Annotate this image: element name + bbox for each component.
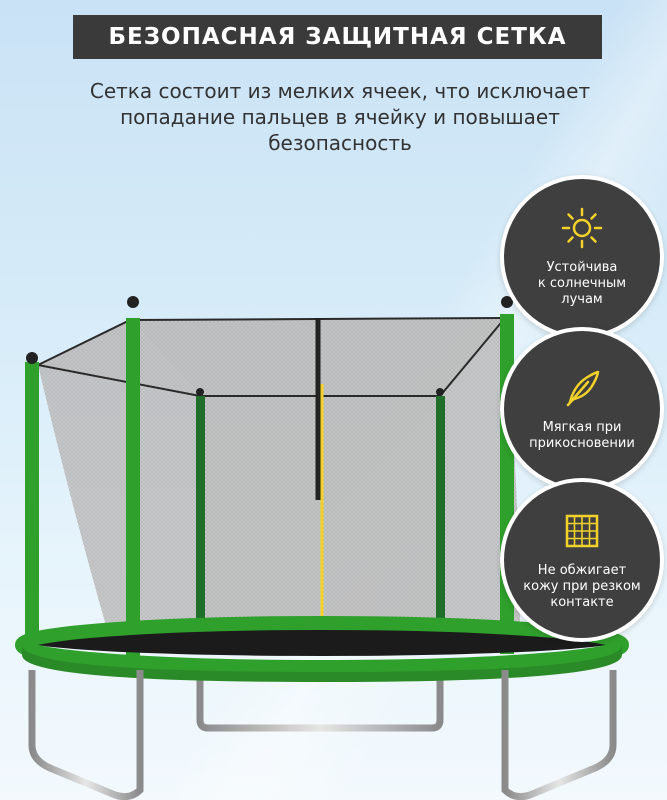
feature-text: Устойчива: [546, 260, 618, 275]
feature-text: кожу при резком: [523, 579, 641, 594]
subtitle-line: безопасность: [268, 131, 412, 155]
feature-text: Мягкая при: [542, 420, 622, 435]
feather-icon: [566, 370, 600, 407]
front-legs: [28, 670, 617, 800]
feature-text: Не обжигает: [537, 563, 627, 578]
safety-net: [37, 317, 520, 642]
feature-text: к солнечным: [537, 276, 627, 291]
page-title: БЕЗОПАСНАЯ ЗАЩИТНАЯ СЕТКА: [108, 24, 567, 50]
feature-text: прикосновении: [529, 436, 635, 451]
feature-text: лучам: [561, 292, 603, 307]
subtitle: Сетка состоит из мелких ячеек, что исклю…: [60, 78, 620, 156]
subtitle-line: Сетка состоит из мелких ячеек, что исклю…: [89, 79, 591, 103]
back-legs: [196, 660, 444, 732]
feature-text: контакте: [550, 595, 614, 610]
feature-badge-soft-touch: Мягкая при прикосновении: [500, 327, 664, 491]
feature-badge-sun-resistant: Устойчива к солнечным лучам: [500, 175, 664, 339]
feature-badge-no-burn: Не обжигает кожу при резком контакте: [500, 478, 664, 642]
title-banner: БЕЗОПАСНАЯ ЗАЩИТНАЯ СЕТКА: [73, 15, 602, 59]
mesh-icon: [565, 514, 599, 548]
subtitle-line: попадание пальцев в ячейку и повышает: [120, 105, 560, 129]
sun-icon: [561, 207, 603, 249]
trampoline-frame: [15, 616, 629, 682]
